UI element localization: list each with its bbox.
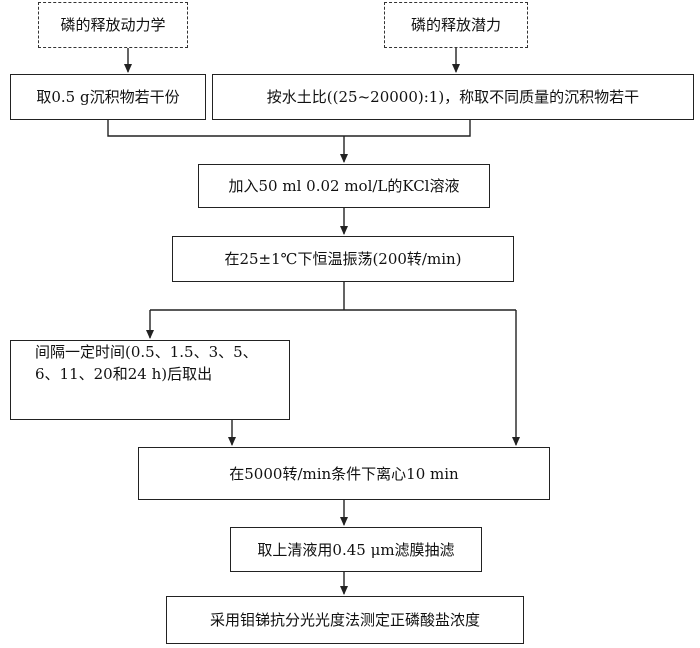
node-sample-right: 按水土比((25~20000):1)，称取不同质量的沉积物若干 bbox=[212, 74, 694, 120]
node-interval-line1: 间隔一定时间(0.5、1.5、3、5、 bbox=[35, 343, 258, 361]
node-measure-label: 采用钼锑抗分光光度法测定正磷酸盐浓度 bbox=[209, 611, 480, 629]
node-add-kcl: 加入50 ml 0.02 mol/L的KCl溶液 bbox=[198, 164, 490, 208]
node-sample-left-label: 取0.5 g沉积物若干份 bbox=[36, 88, 180, 106]
node-filter-label: 取上清液用0.45 μm滤膜抽滤 bbox=[257, 540, 455, 559]
node-interval: 间隔一定时间(0.5、1.5、3、5、 6、11、20和24 h)后取出 bbox=[10, 340, 290, 420]
node-release-potential-label: 磷的释放潜力 bbox=[410, 16, 501, 34]
node-sample-left: 取0.5 g沉积物若干份 bbox=[10, 74, 206, 120]
node-interval-line2: 6、11、20和24 h)后取出 bbox=[35, 365, 213, 383]
node-centrifuge: 在5000转/min条件下离心10 min bbox=[138, 447, 550, 500]
node-filter: 取上清液用0.45 μm滤膜抽滤 bbox=[230, 527, 482, 572]
node-release-potential: 磷的释放潜力 bbox=[384, 2, 528, 48]
node-release-kinetics: 磷的释放动力学 bbox=[38, 2, 188, 48]
node-release-kinetics-label: 磷的释放动力学 bbox=[60, 16, 166, 34]
node-add-kcl-label: 加入50 ml 0.02 mol/L的KCl溶液 bbox=[228, 177, 460, 195]
node-shake-label: 在25±1℃下恒温振荡(200转/min) bbox=[224, 250, 462, 268]
node-sample-right-label: 按水土比((25~20000):1)，称取不同质量的沉积物若干 bbox=[266, 88, 640, 106]
node-shake: 在25±1℃下恒温振荡(200转/min) bbox=[172, 236, 514, 282]
merge-connector bbox=[107, 120, 471, 137]
node-centrifuge-label: 在5000转/min条件下离心10 min bbox=[229, 464, 459, 483]
node-measure: 采用钼锑抗分光光度法测定正磷酸盐浓度 bbox=[166, 596, 524, 644]
